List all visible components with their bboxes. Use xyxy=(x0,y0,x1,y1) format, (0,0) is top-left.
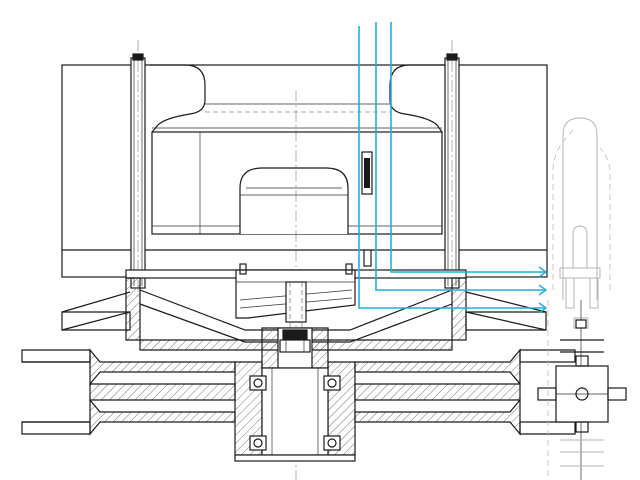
motor-bracket xyxy=(235,263,356,360)
airflow-arrow-3 xyxy=(538,302,548,314)
phantom-side-assembly xyxy=(537,117,627,480)
airflow-arrow-1 xyxy=(538,266,548,278)
airflow-paths xyxy=(358,22,548,314)
airflow-path-3 xyxy=(358,26,545,309)
airflow-path-1 xyxy=(390,22,545,273)
airflow-arrow-2 xyxy=(538,284,548,296)
pulley xyxy=(21,348,576,462)
motor-nameplate xyxy=(364,158,370,188)
airflow-path-2 xyxy=(375,22,545,291)
motor xyxy=(239,151,373,267)
bearings xyxy=(249,375,341,451)
shaft-hub xyxy=(261,327,329,369)
